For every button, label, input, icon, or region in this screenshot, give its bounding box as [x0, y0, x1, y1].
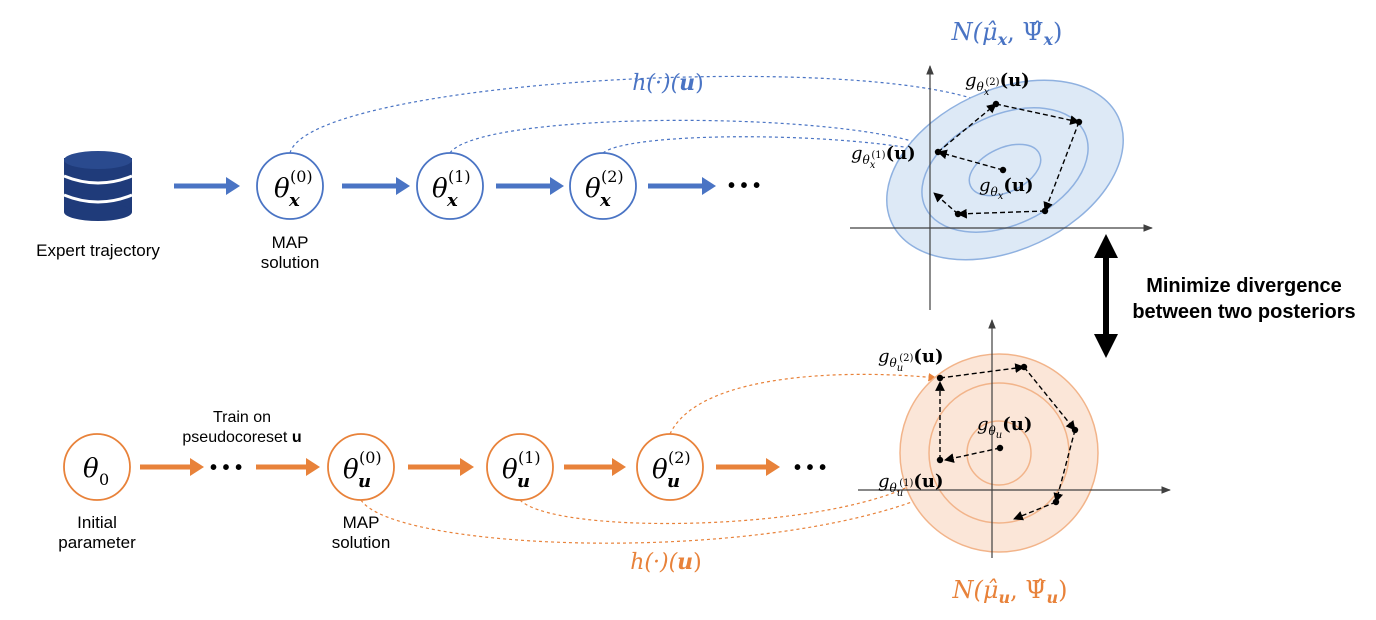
svg-text:θ: θ	[585, 174, 601, 204]
bottom-g2-label: gθu(2)(u)	[878, 346, 944, 374]
svg-text:(0): (0)	[359, 448, 382, 467]
svg-text:(2): (2)	[601, 167, 624, 186]
bottom-posterior-title: N(μ̂u, Ψ̂u)	[952, 576, 1068, 607]
svg-text:θ: θ	[652, 455, 668, 485]
divergence-label-line1: Minimize divergence	[1146, 275, 1342, 297]
svg-text:θ: θ	[502, 455, 518, 485]
node-theta-u-0: θ u (0)	[327, 433, 395, 501]
bottom-g1-label: gθu(1)(u)	[878, 471, 944, 499]
bottom-map-caption-2: solution	[332, 533, 391, 552]
svg-text:0: 0	[99, 470, 109, 489]
svg-text:(2): (2)	[668, 448, 691, 467]
initial-caption-1: Initial	[77, 513, 117, 532]
node-theta-x-0: θ x (0)	[256, 152, 324, 220]
top-map-caption-1: MAP	[272, 233, 309, 252]
top-posterior-plot: gθx(u) gθx(1)(u) gθx(2)(u)	[850, 65, 1153, 310]
svg-text:u: u	[667, 471, 680, 492]
node-theta-x-1: θ x (1)	[416, 152, 484, 220]
svg-text:(0): (0)	[290, 167, 313, 186]
top-ellipsis: • • •	[728, 175, 760, 197]
node-theta-u-2: θ u (2)	[636, 433, 704, 501]
double-arrow	[1094, 234, 1118, 358]
svg-text:u: u	[517, 471, 530, 492]
svg-text:(1): (1)	[518, 448, 541, 467]
expert-trajectory-label: Expert trajectory	[36, 241, 160, 260]
svg-text:x: x	[599, 190, 611, 211]
top-mapping-label: h(·)(u)	[632, 70, 704, 96]
bottom-posterior-plot: gθu(u) gθu(1)(u) gθu(2)(u)	[858, 319, 1171, 558]
node-theta-x-2: θ x (2)	[569, 152, 637, 220]
top-g2-label: gθx(2)(u)	[965, 70, 1030, 98]
svg-text:θ: θ	[343, 455, 359, 485]
train-label-2: pseudocoreset u	[182, 429, 301, 446]
top-g-center-label: gθx(u)	[979, 175, 1034, 202]
svg-text:u: u	[358, 471, 371, 492]
node-theta-u-1: θ u (1)	[486, 433, 554, 501]
top-flow-arrowheads	[226, 177, 716, 195]
bottom-flow-arrowheads	[190, 458, 780, 476]
bottom-g-center-label: gθu(u)	[977, 414, 1032, 441]
svg-text:θ: θ	[274, 174, 290, 204]
initial-caption-2: parameter	[58, 533, 136, 552]
svg-text:x: x	[288, 190, 300, 211]
bottom-ellipsis: • • •	[794, 457, 826, 479]
top-g1-label: gθx(1)(u)	[851, 143, 916, 171]
bottom-map-caption-1: MAP	[343, 513, 380, 532]
train-label-1: Train on	[213, 409, 271, 426]
node-theta-0: θ 0	[63, 433, 131, 501]
database-icon	[63, 151, 133, 221]
svg-text:(1): (1)	[448, 167, 471, 186]
bottom-mapping-label: h(·)(u)	[630, 549, 702, 575]
bottom-ellipsis-mid: • • •	[210, 457, 242, 479]
divergence-label-line2: between two posteriors	[1132, 301, 1355, 323]
svg-text:θ: θ	[432, 174, 448, 204]
top-map-caption-2: solution	[261, 253, 320, 272]
top-mapping-curves	[289, 75, 989, 164]
svg-text:x: x	[446, 190, 458, 211]
top-posterior-title: N(μ̂x, Ψ̂x)	[951, 18, 1063, 49]
svg-text:θ: θ	[83, 454, 99, 484]
